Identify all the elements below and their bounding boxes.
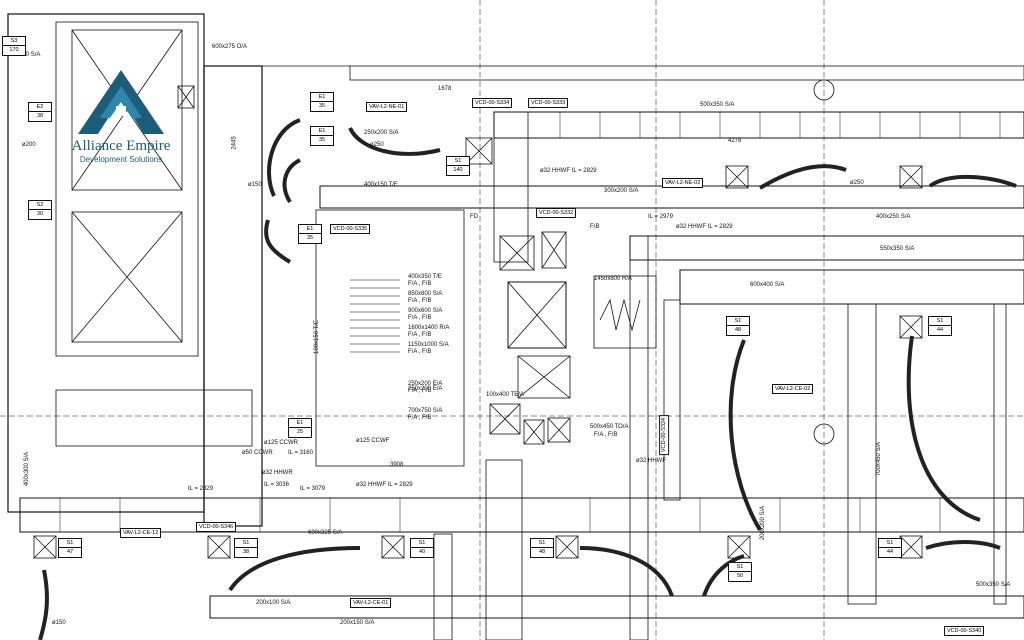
- dimension-label: 3908: [390, 462, 404, 468]
- duct-label: 600x275 O/A: [212, 44, 248, 50]
- riser-item: F/A , F/B: [408, 315, 432, 321]
- equipment-tag: VAV-L2-CE-12: [120, 528, 162, 538]
- riser-item: F/A , F/B: [408, 415, 432, 421]
- pipe-label: ø125 CCWF: [356, 438, 390, 444]
- pipe-label: ø32 HHWF IL = 2829: [540, 168, 597, 174]
- duct-label: 550x350 S/A: [880, 246, 915, 252]
- company-logo: Alliance Empire Development Solutions: [60, 66, 182, 170]
- duct-label: 500x350 S/A: [700, 102, 735, 108]
- riser-item: 850x800 S/A: [408, 291, 443, 297]
- pipe-label: ø32 HHWR: [262, 470, 293, 476]
- riser-item: 900x600 S/A: [408, 308, 443, 314]
- duct-label: ø250: [850, 180, 864, 186]
- damper-tag: VCD-00-S335: [330, 224, 371, 234]
- duct-label: ø150: [52, 620, 66, 626]
- brand-tagline: Development Solutions: [79, 155, 163, 164]
- pipe-label: IL = 3160: [288, 450, 313, 456]
- duct-label: 250x200 S/A: [364, 130, 399, 136]
- damper-tag: VCD-00-S334: [472, 98, 513, 108]
- duct-label: 700x450 S/A: [876, 441, 883, 477]
- riser-item: 1600x1400 R/A: [408, 325, 450, 331]
- logo-mark-icon: [78, 70, 164, 134]
- duct-label: 400x300 S/A: [24, 451, 31, 487]
- duct-label: 500x350 S/A: [976, 582, 1011, 588]
- dimension-label: 4278: [728, 138, 742, 144]
- pipe-label: IL = 2829: [188, 486, 213, 492]
- damper-tag: VCD-00-S332: [536, 208, 577, 218]
- duct-label: 200x150 S/A: [340, 620, 375, 626]
- duct-label: 600x400 S/A: [750, 282, 785, 288]
- equipment-tag: VAV-L2-NE-02: [662, 178, 704, 188]
- riser-item: F/A , F/B: [408, 349, 432, 355]
- riser-item: F/A , F/B: [408, 298, 432, 304]
- duct-label: 400x150 T/E: [364, 182, 398, 188]
- duct-label: 200x100 S/A: [256, 600, 291, 606]
- damper-tag: VCD-00-S340: [944, 626, 985, 636]
- pipe-label: IL = 2979: [648, 214, 673, 220]
- riser-item: 400x350 T/E: [408, 274, 442, 280]
- riser-item: 700x750 S/A: [408, 408, 443, 414]
- pipe-label: ø125 CCWR: [264, 440, 299, 446]
- duct-label: 400x250 S/A: [876, 214, 911, 220]
- equipment-tag: VAV-L2-CE-01: [350, 598, 392, 608]
- pipe-label: ø32 HHWF: [636, 458, 666, 464]
- pipe-label: ø32 HHWF IL = 2829: [356, 482, 413, 488]
- damper-tag: VCD-00-S324: [659, 414, 670, 456]
- pipe-label: IL = 3036: [264, 482, 289, 488]
- equipment-tag: VAV-L2-CE-02: [772, 384, 814, 394]
- duct-label: ø150: [248, 182, 262, 188]
- duct-label: 100x400 TE/A: [486, 392, 524, 398]
- duct-label: 500x450 TO/A: [590, 424, 629, 430]
- equipment-tag: VAV-L2-NE-01: [366, 102, 408, 112]
- duct-label: ø200: [22, 142, 36, 148]
- dimension-label: 1678: [438, 86, 452, 92]
- riser-item: 1150x1000 S/A: [408, 342, 449, 348]
- duct-label: 1450x800 R/A: [594, 276, 633, 282]
- riser-item: F/A , F/B: [408, 281, 432, 287]
- duct-label: ø250: [370, 142, 384, 148]
- riser-list: 400x350 T/E F/A , F/B 850x800 S/A F/A , …: [408, 274, 478, 421]
- riser-item: 250x200 E/A: [408, 381, 443, 387]
- damper-tag: VCD-00-S333: [528, 98, 569, 108]
- pipe-label: IL = 3079: [300, 486, 325, 492]
- pipe-label: ø32 HHWF IL = 2829: [676, 224, 733, 230]
- duct-label: 100x150 T/E: [313, 320, 320, 354]
- fire-damper-label: F/B: [590, 224, 600, 230]
- riser-item: F/A , F/B: [408, 388, 432, 394]
- dimension-label: 2445: [231, 136, 238, 150]
- pipe-label: ø50 CCWR: [242, 450, 273, 456]
- duct-label: 200x200 S/A: [760, 505, 767, 541]
- duct-label: 250x200 E/A: [408, 386, 443, 392]
- riser-item: F/A , F/B: [408, 332, 432, 338]
- duct-label: 600x325 S/A: [308, 530, 343, 536]
- fire-damper-label: F/A , F/B: [594, 432, 618, 438]
- duct-label: 300x200 S/A: [604, 188, 639, 194]
- fire-damper-label: FD: [470, 214, 478, 220]
- damper-tag: VCD-00-S346: [196, 522, 237, 532]
- brand-name: Alliance Empire: [71, 138, 171, 154]
